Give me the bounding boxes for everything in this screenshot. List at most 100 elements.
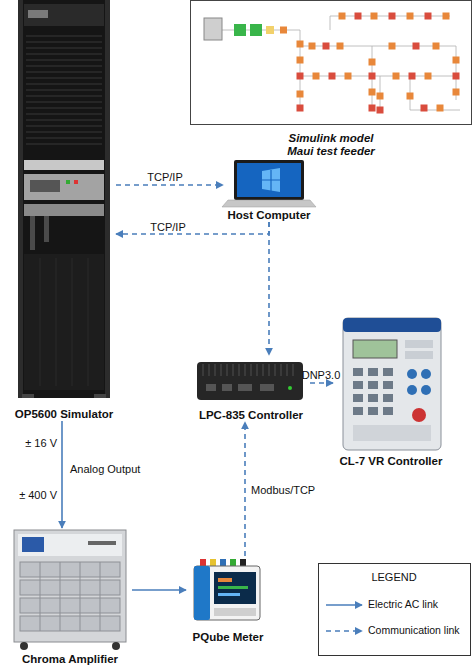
regulator-controller-image xyxy=(368,381,378,389)
regulator-controller-image xyxy=(343,318,441,450)
regulator-controller-image xyxy=(368,368,378,376)
meter-image xyxy=(218,586,248,589)
controller-image xyxy=(197,362,303,400)
simulink-model-image xyxy=(425,73,432,80)
legend-title: LEGEND xyxy=(371,571,416,584)
regulator-controller-image xyxy=(407,385,417,395)
amplifier-image xyxy=(20,562,120,577)
meter-image xyxy=(218,578,232,582)
voltage-label: ± 400 V xyxy=(19,489,57,502)
meter-image xyxy=(210,559,216,566)
voltage-label: ± 16 V xyxy=(25,437,57,450)
meter-image xyxy=(214,608,256,616)
simulink-model-image xyxy=(413,43,420,50)
amplifier-image xyxy=(88,541,116,545)
regulator-controller-image xyxy=(353,425,431,441)
electric-link xyxy=(61,421,63,528)
regulator-controller-image xyxy=(353,394,363,402)
link-label: DNP3.0 xyxy=(302,369,341,382)
laptop-image xyxy=(237,163,301,197)
communication-link xyxy=(310,382,333,384)
simulink-model-image xyxy=(339,13,346,20)
legend-text: Electric AC link xyxy=(368,598,438,611)
meter-image xyxy=(240,559,246,566)
regulator-controller-image xyxy=(368,394,378,402)
regulator-controller-image xyxy=(383,407,393,415)
amplifier-image xyxy=(20,580,120,595)
simulink-model-image xyxy=(389,43,396,50)
meter-image xyxy=(200,559,206,566)
simulator-rack-image xyxy=(28,10,48,18)
simulink-model-image xyxy=(337,43,344,50)
simulink-model-image xyxy=(355,13,362,20)
node-caption: Simulink model Maui test feeder xyxy=(190,132,472,158)
node-caption: CL-7 VR Controller xyxy=(333,455,449,468)
simulink-model-image xyxy=(234,24,246,36)
simulink-model-image xyxy=(407,93,414,100)
link-label: Modbus/TCP xyxy=(251,484,315,497)
simulink-model-image xyxy=(204,18,222,40)
simulator-rack-image xyxy=(22,394,34,398)
simulink-model-image xyxy=(369,105,376,112)
simulink-model-image xyxy=(323,43,330,50)
simulator-rack-image xyxy=(18,0,110,398)
host-computer: Host Computer xyxy=(223,158,315,222)
simulink-model-image xyxy=(250,24,262,36)
simulator-rack-image xyxy=(24,254,104,390)
amplifier-image xyxy=(20,616,120,631)
legend-text: Communication link xyxy=(368,624,460,637)
meter-image xyxy=(218,593,240,596)
simulink-model-image xyxy=(297,13,460,114)
legend-sample xyxy=(326,604,362,606)
node-caption: PQube Meter xyxy=(186,631,270,644)
simulink-model-image xyxy=(280,13,460,112)
controller-image xyxy=(260,384,274,391)
meter-image xyxy=(194,559,260,620)
simulator-rack-image xyxy=(30,216,35,250)
node-label: Host Computer xyxy=(223,209,315,222)
simulink-model-image xyxy=(369,73,376,80)
amplifier-image xyxy=(22,537,44,552)
simulink-model-image xyxy=(377,107,384,114)
regulator-controller-image xyxy=(353,368,363,376)
controller-image xyxy=(238,384,252,391)
amplifier-cabinet: Chroma Amplifier xyxy=(8,528,132,666)
simulink-model-image xyxy=(389,13,396,20)
regulator-controller: CL-7 VR Controller xyxy=(333,315,449,468)
laptop-image xyxy=(262,170,280,191)
link-label: TCP/IP xyxy=(150,221,185,234)
communication-link xyxy=(268,222,270,355)
controller-image xyxy=(203,364,293,376)
simulink-model-image xyxy=(421,105,428,112)
regulator-controller-image xyxy=(383,368,393,376)
simulink-model-image xyxy=(443,13,450,20)
regulator-controller-image xyxy=(353,368,393,415)
simulator-rack: OP5600 Simulator xyxy=(12,0,116,421)
regulator-controller-image xyxy=(368,407,378,415)
node-caption: OP5600 Simulator xyxy=(12,408,116,421)
node-label: PQube Meter xyxy=(186,631,270,644)
simulator-rack-image xyxy=(24,174,104,200)
simulink-model-image xyxy=(297,73,304,80)
simulink-model-image xyxy=(297,57,304,64)
meter-image xyxy=(220,559,226,566)
legend-frame xyxy=(319,564,471,656)
simulink-model-image xyxy=(437,105,444,112)
simulator-rack-image xyxy=(66,180,70,184)
model-panel: Simulink model Maui test feeder xyxy=(190,0,472,158)
simulink-model-image xyxy=(409,73,416,80)
communication-link xyxy=(116,222,269,234)
simulink-model-image xyxy=(433,43,440,50)
regulator-controller-image xyxy=(383,394,393,402)
node-label: Chroma Amplifier xyxy=(8,653,132,666)
electric-link xyxy=(132,589,186,591)
simulink-model-image xyxy=(191,1,472,125)
link-label: Analog Output xyxy=(70,463,140,476)
regulator-controller-image xyxy=(353,381,363,389)
simulator-rack-image xyxy=(18,0,110,398)
regulator-controller-image xyxy=(421,385,431,395)
meter-image xyxy=(194,566,260,620)
simulink-model-image xyxy=(345,73,352,80)
simulink-model-image xyxy=(393,73,400,80)
